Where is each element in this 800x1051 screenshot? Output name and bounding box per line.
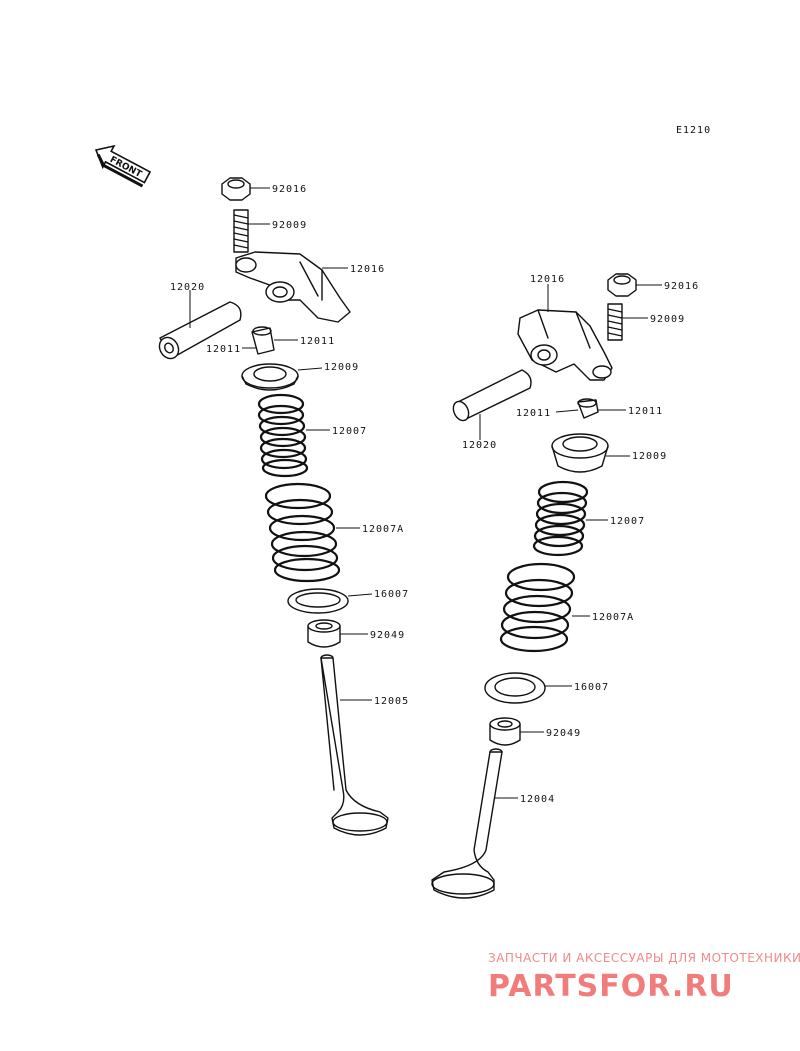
left-screw-92009: 92009 [233,209,307,253]
left-label-cotter: 12011 [300,336,335,347]
right-seal-92049: 92049 [489,717,581,746]
right-label-cotter: 12011 [628,406,663,417]
right-label-inner-spring: 12007 [610,516,645,527]
left-label-rocker-shaft: 12020 [170,282,205,293]
right-label-rocker-arm: 12016 [530,274,565,285]
left-rocker-arm-12016: 12016 [235,251,385,323]
right-seat-16007: 16007 [484,672,609,704]
left-label-cotter-b: 12011 [206,344,241,355]
right-nut-92016: 92016 [607,273,699,297]
front-arrow-icon: FRONT [94,144,152,188]
right-cotter-12011: 12011 12011 [516,398,663,419]
right-label-seal: 92049 [546,728,581,739]
left-label-seal: 92049 [370,630,405,641]
left-seat-16007: 16007 [287,588,409,614]
watermark: ЗАПЧАСТИ И АКСЕССУАРЫ ДЛЯ МОТОТЕХНИКИ PA… [488,951,800,1004]
right-screw-92009: 92009 [607,303,685,341]
right-label-screw: 92009 [650,314,685,325]
left-retainer-12009: 12009 [241,362,359,391]
reference-code: E1210 [676,125,711,136]
watermark-tagline: ЗАПЧАСТИ И АКСЕССУАРЫ ДЛЯ МОТОТЕХНИКИ [488,951,800,965]
right-outer-spring-12007A: 12007A [499,562,634,653]
left-label-rocker-arm: 12016 [350,264,385,275]
right-label-outer-spring: 12007A [592,612,634,623]
left-nut-92016: 92016 [221,177,307,201]
left-seal-92049: 92049 [307,619,405,648]
right-valve-12004: 12004 [431,748,555,899]
left-inner-spring-12007: 12007 [257,393,367,478]
left-label-inner-spring: 12007 [332,426,367,437]
right-label-retainer: 12009 [632,451,667,462]
right-label-cotter-b: 12011 [516,408,551,419]
left-rocker-shaft-12020: 12020 [158,282,242,360]
left-label-retainer: 12009 [324,362,359,373]
left-label-screw: 92009 [272,220,307,231]
right-label-nut: 92016 [664,281,699,292]
left-outer-spring-12007A: 12007A [264,482,404,583]
left-valve-12005: 12005 [320,654,409,836]
right-label-valve: 12004 [520,794,555,805]
left-label-nut: 92016 [272,184,307,195]
watermark-brand: PARTSFOR.RU [488,969,734,1004]
left-cotter-12011: 12011 12011 [206,326,335,355]
right-label-seat: 16007 [574,682,609,693]
right-label-rocker-shaft: 12020 [462,440,497,451]
right-retainer-12009: 12009 [551,433,667,473]
right-rocker-arm-12016: 12016 [517,274,613,381]
left-label-valve: 12005 [374,696,409,707]
left-label-outer-spring: 12007A [362,524,404,535]
left-label-seat: 16007 [374,589,409,600]
right-rocker-shaft-12020: 12020 [452,369,532,451]
right-inner-spring-12007: 12007 [532,480,645,557]
